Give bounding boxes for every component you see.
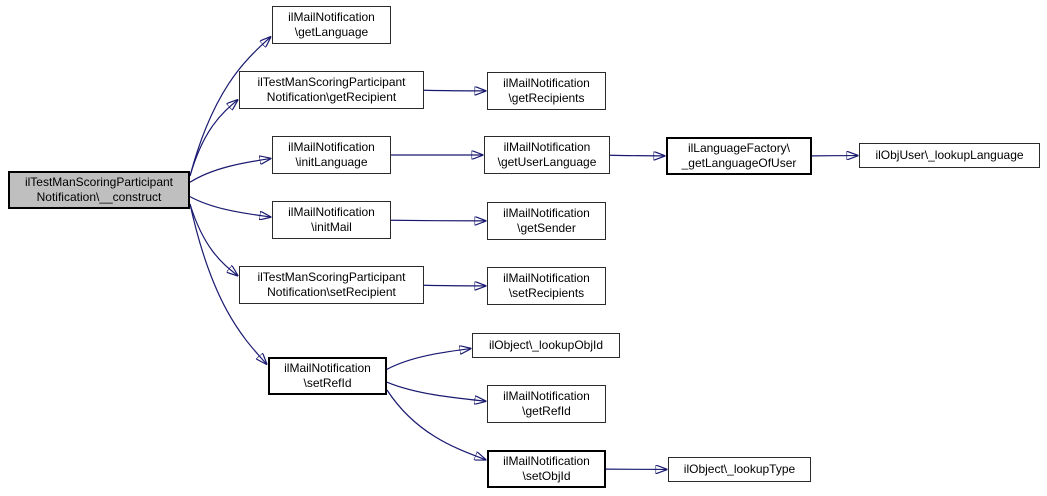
graph-node-getRefId[interactable]: ilMailNotification\getRefId (487, 385, 606, 423)
graph-node-getSender[interactable]: ilMailNotification\getSender (487, 202, 606, 240)
graph-node-setRefId[interactable]: ilMailNotification\setRefId (268, 357, 387, 395)
node-label-line: ilTestManScoringParticipant (24, 175, 174, 189)
edge-construct-setRefId (189, 203, 267, 364)
node-label-line: \setRecipients (508, 286, 585, 300)
edge-initMail-getSender (390, 220, 486, 221)
node-label-line: \getRefId (522, 404, 571, 418)
edge-getUserLanguage-getLanguageOfUser (609, 155, 665, 156)
node-label-line: \getSender (517, 221, 576, 235)
node-label-line: Notification\__construct (36, 190, 162, 204)
graph-node-lookupObjId[interactable]: ilObject\_lookupObjId (472, 333, 620, 358)
edge-getRecipient-getRecipients (423, 90, 486, 91)
graph-node-setObjId[interactable]: ilMailNotification\setObjId (487, 450, 606, 488)
edge-setRecipient-setRecipients (423, 285, 486, 286)
node-label-line: \getLanguage (294, 25, 369, 39)
node-label-line: ilMailNotification (288, 205, 375, 219)
graph-node-getRecipients[interactable]: ilMailNotification\getRecipients (487, 72, 606, 110)
graph-node-initMail[interactable]: ilMailNotification\initMail (272, 201, 391, 239)
node-label-line: ilMailNotification (288, 10, 375, 24)
node-label-line: Notification\setRecipient (267, 285, 396, 299)
node-label-line: ilObjUser\_lookupLanguage (875, 148, 1024, 162)
graph-node-initLanguage[interactable]: ilMailNotification\initLanguage (272, 136, 391, 174)
node-label-line: \initMail (311, 220, 352, 234)
node-label-line: Notification\getRecipient (266, 90, 397, 104)
node-label-line: \getRecipients (508, 91, 585, 105)
node-label-line: \initLanguage (295, 155, 368, 169)
node-label-line: ilTestManScoringParticipant (257, 270, 406, 284)
node-label-line: ilTestManScoringParticipant (257, 75, 406, 89)
graph-node-getLanguageOfUser[interactable]: ilLanguageFactory\_getLanguageOfUser (666, 137, 812, 175)
node-label-line: \getUserLanguage (497, 155, 597, 169)
edge-construct-getLanguage (189, 37, 271, 177)
node-label-line: ilMailNotification (503, 76, 590, 90)
node-label-line: \setObjId (522, 469, 571, 483)
node-label-line: \setRefId (303, 376, 352, 390)
graph-node-lookupLanguage[interactable]: ilObjUser\_lookupLanguage (859, 143, 1040, 168)
node-label-line: ilMailNotification (503, 271, 590, 285)
graph-node-getLanguage[interactable]: ilMailNotification\getLanguage (272, 6, 391, 44)
edge-setRefId-lookupObjId (386, 349, 471, 370)
node-label-line: ilObject\_lookupType (683, 462, 796, 476)
graph-node-setRecipients[interactable]: ilMailNotification\setRecipients (487, 267, 606, 305)
graph-node-lookupType[interactable]: ilObject\_lookupType (668, 457, 811, 482)
node-label-line: ilMailNotification (503, 206, 590, 220)
node-label-line: ilMailNotification (503, 389, 590, 403)
node-label-line: _getLanguageOfUser (681, 156, 797, 170)
edge-construct-initLanguage (189, 159, 271, 183)
node-label-line: ilMailNotification (503, 140, 591, 154)
node-label-line: ilObject\_lookupObjId (488, 338, 604, 352)
node-label-line: ilLanguageFactory\ (687, 141, 791, 155)
node-label-line: ilMailNotification (288, 140, 375, 154)
edge-construct-setRecipient (189, 203, 238, 276)
node-label-line: ilMailNotification (284, 361, 371, 375)
node-label-line: ilMailNotification (503, 454, 590, 468)
edge-setRefId-getRefId (386, 381, 486, 401)
edge-construct-getRecipient (189, 100, 238, 177)
edge-setRefId-setObjId (386, 389, 486, 460)
graph-node-getUserLanguage[interactable]: ilMailNotification\getUserLanguage (484, 136, 610, 174)
edge-construct-initMail (189, 196, 271, 217)
